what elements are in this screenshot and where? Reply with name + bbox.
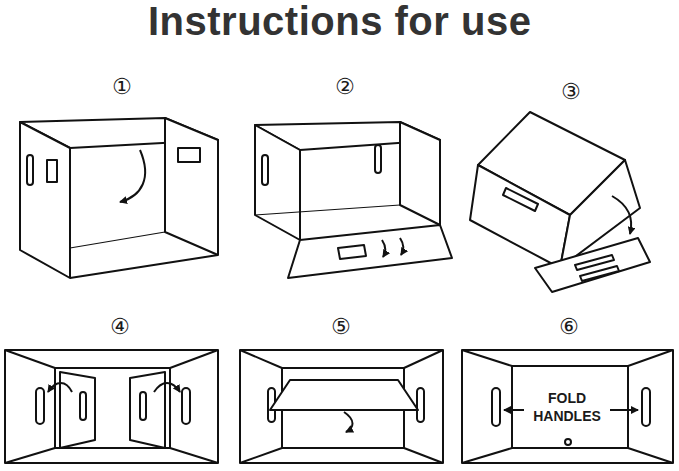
- step-number: ①: [112, 74, 132, 99]
- step-number: ④: [110, 314, 130, 339]
- instruction-note: FOLD HANDLES: [527, 390, 607, 425]
- step-number: ⑥: [559, 314, 579, 339]
- step-number: ③: [561, 79, 581, 104]
- title: Instructions for use: [148, 0, 531, 44]
- step-number: ②: [335, 74, 355, 99]
- step-number: ⑤: [331, 314, 351, 339]
